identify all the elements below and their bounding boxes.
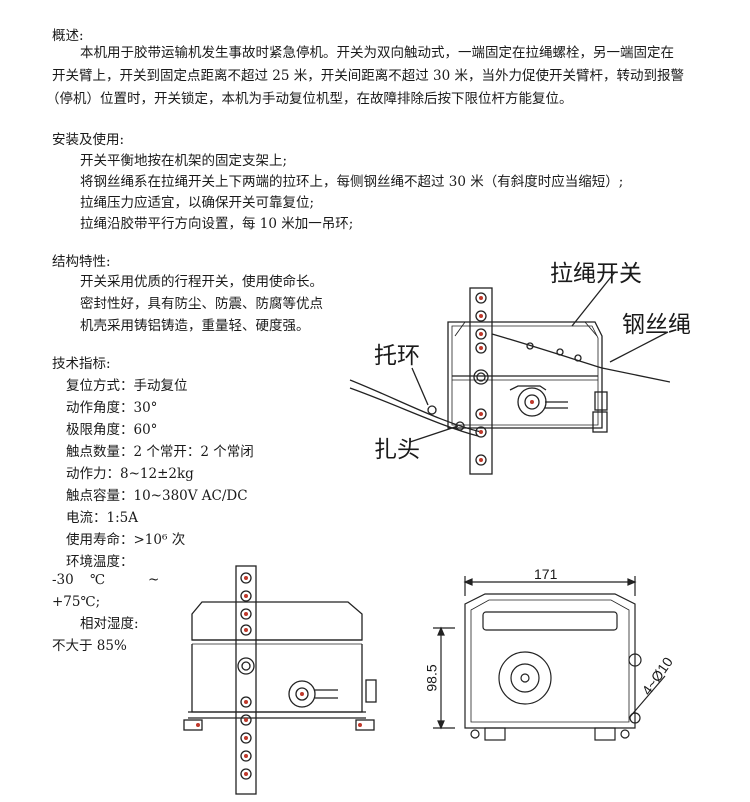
dimension-height: 98.5 bbox=[423, 664, 440, 692]
dimension-width: 171 bbox=[534, 566, 558, 582]
humidity-value: 不大于 85% bbox=[52, 638, 127, 654]
front-view-drawing bbox=[183, 565, 377, 795]
temp-tilde: ~ bbox=[148, 572, 160, 588]
label-wire-clamp: 扎头 bbox=[374, 437, 420, 463]
temp-unit: ℃ bbox=[90, 572, 106, 588]
spec-item: 复位方式：手动复位 bbox=[66, 378, 188, 394]
label-steel-wire: 钢丝绳 bbox=[622, 312, 691, 338]
temp-value-high: +75℃; bbox=[52, 594, 101, 610]
temp-value-low: -30 bbox=[52, 572, 74, 588]
spec-item: 触点数量：2 个常开：2 个常闭 bbox=[66, 444, 254, 460]
structure-item: 机壳采用铸铝铸造，重量轻、硬度强。 bbox=[80, 318, 310, 334]
install-heading: 安装及使用: bbox=[52, 132, 125, 148]
humidity-label: 相对湿度: bbox=[80, 616, 139, 632]
overview-line-3: （停机）位置时，开关锁定，本机为手动复位机型，在故障排除后按下限位杆方能复位。 bbox=[46, 91, 573, 107]
spec-item: 触点容量：10~380V AC/DC bbox=[66, 488, 248, 504]
spec-item: 极限角度：60° bbox=[66, 422, 158, 438]
spec-item: 电流：1:5A bbox=[66, 510, 138, 526]
install-item: 拉绳压力应适宜，以确保开关可靠复位; bbox=[80, 195, 315, 211]
dimension-drawing bbox=[433, 576, 666, 741]
installation-diagram bbox=[349, 271, 670, 475]
label-pull-switch: 拉绳开关 bbox=[550, 261, 642, 287]
structure-item: 密封性好，具有防尘、防震、防腐等优点 bbox=[80, 296, 323, 312]
spec-item: 环境温度： bbox=[66, 554, 134, 570]
structure-heading: 结构特性: bbox=[52, 254, 111, 270]
specs-heading: 技术指标: bbox=[52, 356, 111, 372]
spec-item: 动作角度：30° bbox=[66, 400, 158, 416]
install-item: 拉绳沿胶带平行方向设置，每 10 米加一吊环; bbox=[80, 216, 354, 232]
spec-item: 使用寿命：>10⁶ 次 bbox=[66, 532, 186, 548]
label-support-ring: 托环 bbox=[374, 343, 420, 369]
structure-item: 开关采用优质的行程开关，使用使命长。 bbox=[80, 274, 323, 290]
overview-line-1: 本机用于胶带运输机发生事故时紧急停机。开关为双向触动式，一端固定在拉绳螺栓，另一… bbox=[80, 45, 674, 61]
overview-line-2: 开关臂上，开关到固定点距离不超过 25 米，开关间距离不超过 30 米，当外力促… bbox=[52, 68, 685, 84]
install-item: 开关平衡地按在机架的固定支架上; bbox=[80, 153, 288, 169]
overview-heading: 概述: bbox=[52, 28, 84, 44]
install-item: 将钢丝绳系在拉绳开关上下两端的拉环上，每侧钢丝绳不超过 30 米（有斜度时应当缩… bbox=[80, 174, 624, 190]
spec-item: 动作力：8~12±2kg bbox=[66, 466, 194, 482]
